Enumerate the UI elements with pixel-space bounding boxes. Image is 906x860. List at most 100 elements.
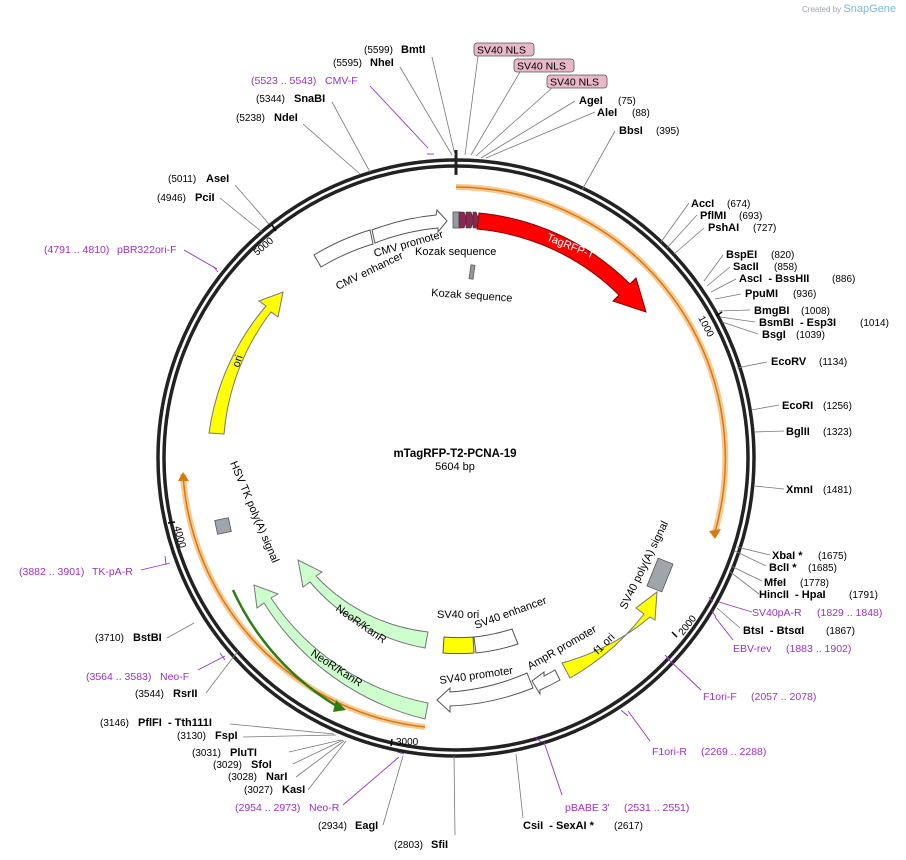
site-btsi: BtsI - BtsαI(1867) xyxy=(743,625,855,637)
svg-text:BsmBI - Esp3I: BsmBI - Esp3I xyxy=(759,317,836,329)
svg-text:TK-pA-R: TK-pA-R xyxy=(92,566,133,578)
orf-arc-neor xyxy=(180,473,426,730)
site-bbsi: BbsI(395) xyxy=(619,125,679,137)
svg-text:MfeI: MfeI xyxy=(764,577,786,589)
svg-text:SV40 NLS: SV40 NLS xyxy=(550,77,599,89)
site-asei: (5011) AseI xyxy=(168,173,229,185)
svg-text:(1014): (1014) xyxy=(860,318,889,329)
neor-dark-head xyxy=(333,700,346,712)
primer-neo-r: (2954 .. 2973)Neo-R xyxy=(235,802,340,814)
svg-text:pBR322ori-F: pBR322ori-F xyxy=(117,244,177,256)
site-ndei: (5238)NdeI xyxy=(236,112,298,124)
svg-text:RsrII: RsrII xyxy=(173,688,197,700)
svg-text:SV40 NLS: SV40 NLS xyxy=(517,61,566,73)
plasmid-length: 5604 bp xyxy=(435,461,475,473)
hsv-tk-polya-label: HSV TK poly(A) signal xyxy=(227,459,281,564)
svg-text:CsiI - SexAI *: CsiI - SexAI * xyxy=(523,820,595,832)
svg-text:AscI - BssHII: AscI - BssHII xyxy=(739,273,809,285)
svg-text:(820): (820) xyxy=(771,250,794,261)
site-nhei: (5595) NheI xyxy=(333,57,394,69)
svg-text:Neo-R: Neo-R xyxy=(309,802,340,814)
site-bspei: BspEI (820) xyxy=(726,249,794,261)
nls-block-1 xyxy=(458,211,468,229)
sv40-enhancer-label: SV40 enhancer xyxy=(473,594,549,631)
svg-text:(3029): (3029) xyxy=(213,760,242,771)
svg-text:SV40 NLS: SV40 NLS xyxy=(477,45,526,57)
svg-text:BspEI: BspEI xyxy=(726,249,757,261)
snapgene-credit: Created by SnapGene xyxy=(802,3,896,15)
svg-text:(3028): (3028) xyxy=(228,772,257,783)
sv40-enhancer-block xyxy=(473,628,519,654)
kozak-block xyxy=(452,211,460,229)
svg-text:(1256): (1256) xyxy=(823,401,852,412)
svg-text:(2617): (2617) xyxy=(614,821,643,832)
kozak-label-1: Kozak sequence xyxy=(415,246,496,258)
site-xbai: XbaI *(1675) xyxy=(772,550,847,562)
svg-text:PluTI: PluTI xyxy=(230,747,257,759)
svg-text:(3882 .. 3901): (3882 .. 3901) xyxy=(19,566,84,578)
site-pshai: PshAI(727) xyxy=(708,222,776,234)
neor-dark-line xyxy=(231,589,341,710)
nls-block-2 xyxy=(465,211,475,229)
site-bmti: (5599)BmtI xyxy=(364,44,425,56)
svg-text:(858): (858) xyxy=(774,262,797,273)
svg-text:PflMI: PflMI xyxy=(700,210,726,222)
svg-text:XbaI *: XbaI * xyxy=(772,550,803,562)
primer-pbabe3: pBABE 3'(2531 .. 2551) xyxy=(565,802,689,814)
svg-text:(1685): (1685) xyxy=(808,563,837,574)
svg-text:Neo-F: Neo-F xyxy=(160,671,189,683)
kozak-label-2: Kozak sequence xyxy=(431,287,513,305)
svg-text:(1039): (1039) xyxy=(796,330,825,341)
svg-text:AseI: AseI xyxy=(206,173,229,185)
svg-text:BbsI: BbsI xyxy=(619,125,643,137)
site-rsrii: (3544)RsrII xyxy=(135,688,197,700)
site-asci-bsshii: AscI - BssHII(886) xyxy=(739,273,855,285)
svg-text:(693): (693) xyxy=(739,211,762,222)
site-bstbi: (3710)BstBI xyxy=(95,632,162,644)
ori-label: ori xyxy=(230,354,245,369)
site-sfoi: (3029) SfoI xyxy=(213,759,272,771)
primer-connectors xyxy=(140,85,753,806)
svg-text:(5238): (5238) xyxy=(236,113,265,124)
svg-text:(5595): (5595) xyxy=(333,58,362,69)
svg-text:KasI: KasI xyxy=(282,784,305,796)
svg-text:BtsI - BtsαI: BtsI - BtsαI xyxy=(743,625,804,637)
svg-text:(1829 .. 1848): (1829 .. 1848) xyxy=(817,607,882,619)
svg-text:(2269 .. 2288): (2269 .. 2288) xyxy=(701,746,766,758)
f1-ori-arrow xyxy=(561,590,658,679)
svg-text:NheI: NheI xyxy=(370,57,394,69)
primer-tk-pa-r: (3882 .. 3901) TK-pA-R xyxy=(19,566,133,578)
svg-text:SfoI: SfoI xyxy=(251,759,272,771)
svg-text:PflFI - Tth111I: PflFI - Tth111I xyxy=(138,717,212,729)
svg-text:BsgI: BsgI xyxy=(762,329,786,341)
neor-arrow-2 xyxy=(297,559,429,649)
svg-text:BmgBI: BmgBI xyxy=(754,305,789,317)
sv40-polya-block xyxy=(646,557,674,593)
svg-text:(674): (674) xyxy=(727,199,750,210)
site-csii-sexai: CsiI - SexAI * (2617) xyxy=(523,820,643,832)
svg-text:(5011): (5011) xyxy=(168,174,196,185)
svg-text:HincII - HpaI: HincII - HpaI xyxy=(759,589,826,601)
svg-text:(1481): (1481) xyxy=(823,485,852,496)
kozak-block-2 xyxy=(468,264,476,280)
svg-text:(2057 .. 2078): (2057 .. 2078) xyxy=(751,691,816,703)
svg-text:(3031): (3031) xyxy=(192,748,221,759)
sv40-promoter-arrow xyxy=(436,672,534,714)
svg-text:PciI: PciI xyxy=(195,192,215,204)
svg-text:EcoRI: EcoRI xyxy=(782,400,813,412)
svg-text:CMV-F: CMV-F xyxy=(325,75,358,87)
site-alei: AleI(88) xyxy=(597,107,650,119)
primer-f1ori-r: F1ori-R(2269 .. 2288) xyxy=(652,746,766,758)
site-xmni: XmnI(1481) xyxy=(786,484,852,496)
svg-text:(1883 .. 1902): (1883 .. 1902) xyxy=(786,643,851,655)
nls-block-3 xyxy=(472,211,480,229)
site-connectors xyxy=(166,56,785,836)
credit-prefix: Created by xyxy=(802,5,842,14)
site-kasi: (3027) KasI xyxy=(244,784,305,796)
site-bglii: BglII(1323) xyxy=(786,426,852,438)
cmv-enhancer-label: CMV enhancer xyxy=(334,250,406,293)
svg-text:(5344): (5344) xyxy=(256,94,285,105)
svg-text:EcoRV: EcoRV xyxy=(771,356,807,368)
svg-text:(3027): (3027) xyxy=(244,785,273,796)
svg-text:(4946): (4946) xyxy=(157,193,186,204)
